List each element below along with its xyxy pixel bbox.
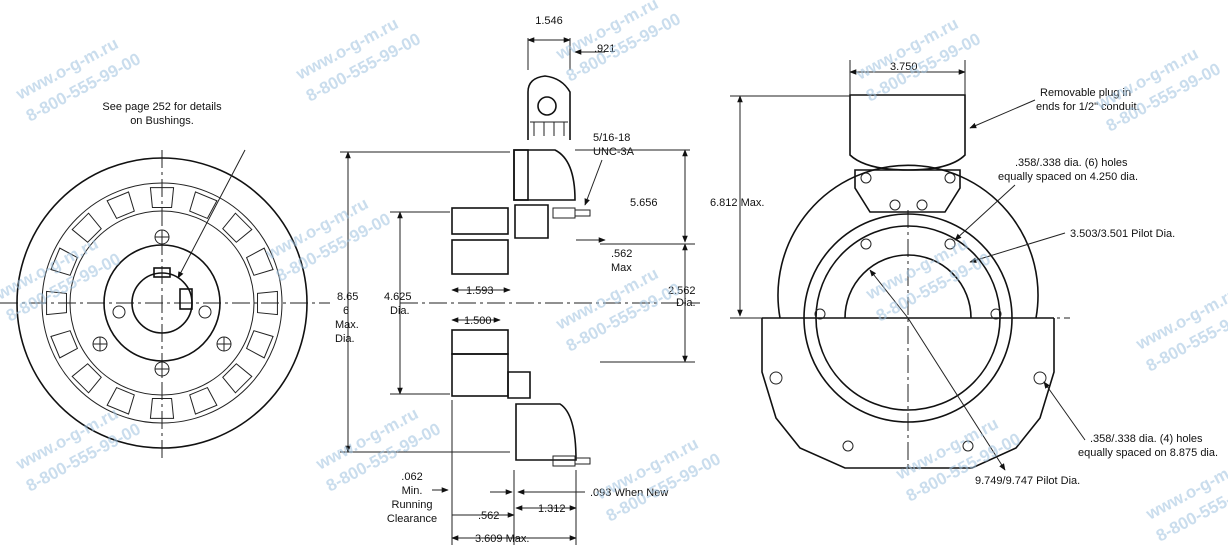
holes6-line2: equally spaced on 4.250 dia. bbox=[998, 171, 1138, 183]
mounting-flange bbox=[761, 318, 1055, 469]
slot-ring-inner bbox=[69, 210, 255, 396]
dim-4625-sub: Dia. bbox=[390, 305, 410, 317]
bolt-holes-left bbox=[92, 229, 232, 377]
upper-hub-lower bbox=[451, 239, 509, 275]
lower-hub-upper bbox=[451, 329, 509, 355]
slot-ring-outer bbox=[41, 182, 283, 424]
ventilation-slot bbox=[257, 290, 278, 316]
ventilation-slot bbox=[149, 398, 175, 419]
pilot-dia-inner bbox=[815, 225, 1001, 411]
dim-8656-c: Max. bbox=[335, 319, 359, 331]
dim-8656-b: 6 bbox=[343, 305, 349, 317]
dim-8656-d: Dia. bbox=[335, 333, 355, 345]
upper-field-flange bbox=[513, 149, 529, 201]
pilot-dia-small bbox=[844, 254, 972, 319]
dim-5656: 5.656 bbox=[630, 197, 658, 209]
plug-note-line1: Removable plug in bbox=[1040, 87, 1131, 99]
dim-2562: 2.562 bbox=[668, 285, 696, 297]
lower-screw bbox=[552, 455, 591, 467]
upper-armature bbox=[514, 204, 549, 239]
dim-093: .093 When New bbox=[590, 487, 668, 499]
ventilation-slot bbox=[50, 330, 79, 359]
dim-062-d: Clearance bbox=[387, 513, 437, 525]
middle-section-view: 1.546 .921 5/16-18 UNC-3A 5.656 .562 Max… bbox=[335, 15, 700, 545]
lower-armature bbox=[507, 371, 531, 399]
ventilation-slot bbox=[50, 247, 79, 276]
dim-062-b: Min. bbox=[402, 485, 423, 497]
dim-1312: 1.312 bbox=[538, 503, 566, 515]
dim-6812: 6.812 Max. bbox=[710, 197, 764, 209]
plug-note-line2: ends for 1/2" conduit. bbox=[1036, 101, 1140, 113]
dim-3750: 3.750 bbox=[890, 61, 918, 73]
lower-field-section bbox=[515, 403, 577, 461]
ventilation-slot bbox=[245, 330, 274, 359]
ventilation-slots bbox=[46, 187, 278, 419]
ventilation-slot bbox=[46, 290, 67, 316]
holes4-line1: .358/.338 dia. (4) holes bbox=[1090, 433, 1203, 445]
conduit-box-profile bbox=[527, 75, 571, 140]
mounting-holes-right bbox=[769, 238, 1047, 452]
pilot-3503: 3.503/3.501 Pilot Dia. bbox=[1070, 228, 1175, 240]
holes6-line1: .358/.338 dia. (6) holes bbox=[1015, 157, 1128, 169]
ventilation-slot bbox=[222, 363, 253, 394]
ventilation-slot bbox=[245, 247, 274, 276]
left-front-view: See page 252 for details on Bushings. bbox=[0, 101, 330, 460]
outer-housing-arc bbox=[777, 164, 1039, 319]
ventilation-slot bbox=[106, 386, 135, 415]
upper-field-section bbox=[513, 149, 576, 201]
ventilation-slot bbox=[222, 212, 253, 243]
pilot-dia-large bbox=[803, 213, 1013, 423]
dim-921: .921 bbox=[594, 43, 615, 55]
dim-4625: 4.625 bbox=[384, 291, 412, 303]
ventilation-slot bbox=[71, 212, 102, 243]
keyway bbox=[153, 267, 171, 278]
ventilation-slot bbox=[189, 386, 218, 415]
conduit-box-ribs bbox=[530, 121, 568, 136]
ventilation-slot bbox=[71, 363, 102, 394]
outer-ring bbox=[16, 157, 308, 449]
dim-3609: 3.609 Max. bbox=[475, 533, 529, 545]
bushing-key bbox=[179, 288, 193, 310]
ventilation-slot bbox=[189, 191, 218, 220]
dim-1593: 1.593 bbox=[466, 285, 494, 297]
thread-line1: 5/16-18 bbox=[593, 132, 630, 144]
ventilation-slot bbox=[106, 191, 135, 220]
thread-line2: UNC-3A bbox=[593, 146, 635, 158]
conduit-plug bbox=[537, 96, 557, 116]
dim-2562-sub: Dia. bbox=[676, 297, 696, 309]
pilot-9749: 9.749/9.747 Pilot Dia. bbox=[975, 475, 1080, 487]
dim-1546: 1.546 bbox=[535, 15, 563, 27]
lower-hub-section bbox=[451, 353, 509, 397]
bushing-note-line2: on Bushings. bbox=[130, 115, 194, 127]
right-end-view: 3.750 Removable plug in ends for 1/2" co… bbox=[710, 60, 1218, 487]
dim-8656-a: 8.65 bbox=[337, 291, 358, 303]
upper-screw bbox=[552, 207, 591, 219]
bushing-note-line1: See page 252 for details bbox=[102, 101, 222, 113]
upper-hub-section bbox=[451, 207, 509, 235]
ventilation-slot bbox=[149, 187, 175, 208]
dim-062-a: .062 bbox=[401, 471, 422, 483]
conduit-mount bbox=[854, 169, 961, 213]
hub-circle bbox=[103, 244, 221, 362]
holes4-line2: equally spaced on 8.875 dia. bbox=[1078, 447, 1218, 459]
dim-1500: 1.500 bbox=[464, 315, 492, 327]
conduit-box bbox=[849, 94, 966, 171]
dim-062-c: Running bbox=[392, 499, 433, 511]
bushing-leader bbox=[177, 149, 246, 279]
dim-562-top-sub: Max bbox=[611, 262, 632, 274]
dim-562-bot: .562 bbox=[478, 510, 499, 522]
dim-562-top: .562 bbox=[611, 248, 632, 260]
